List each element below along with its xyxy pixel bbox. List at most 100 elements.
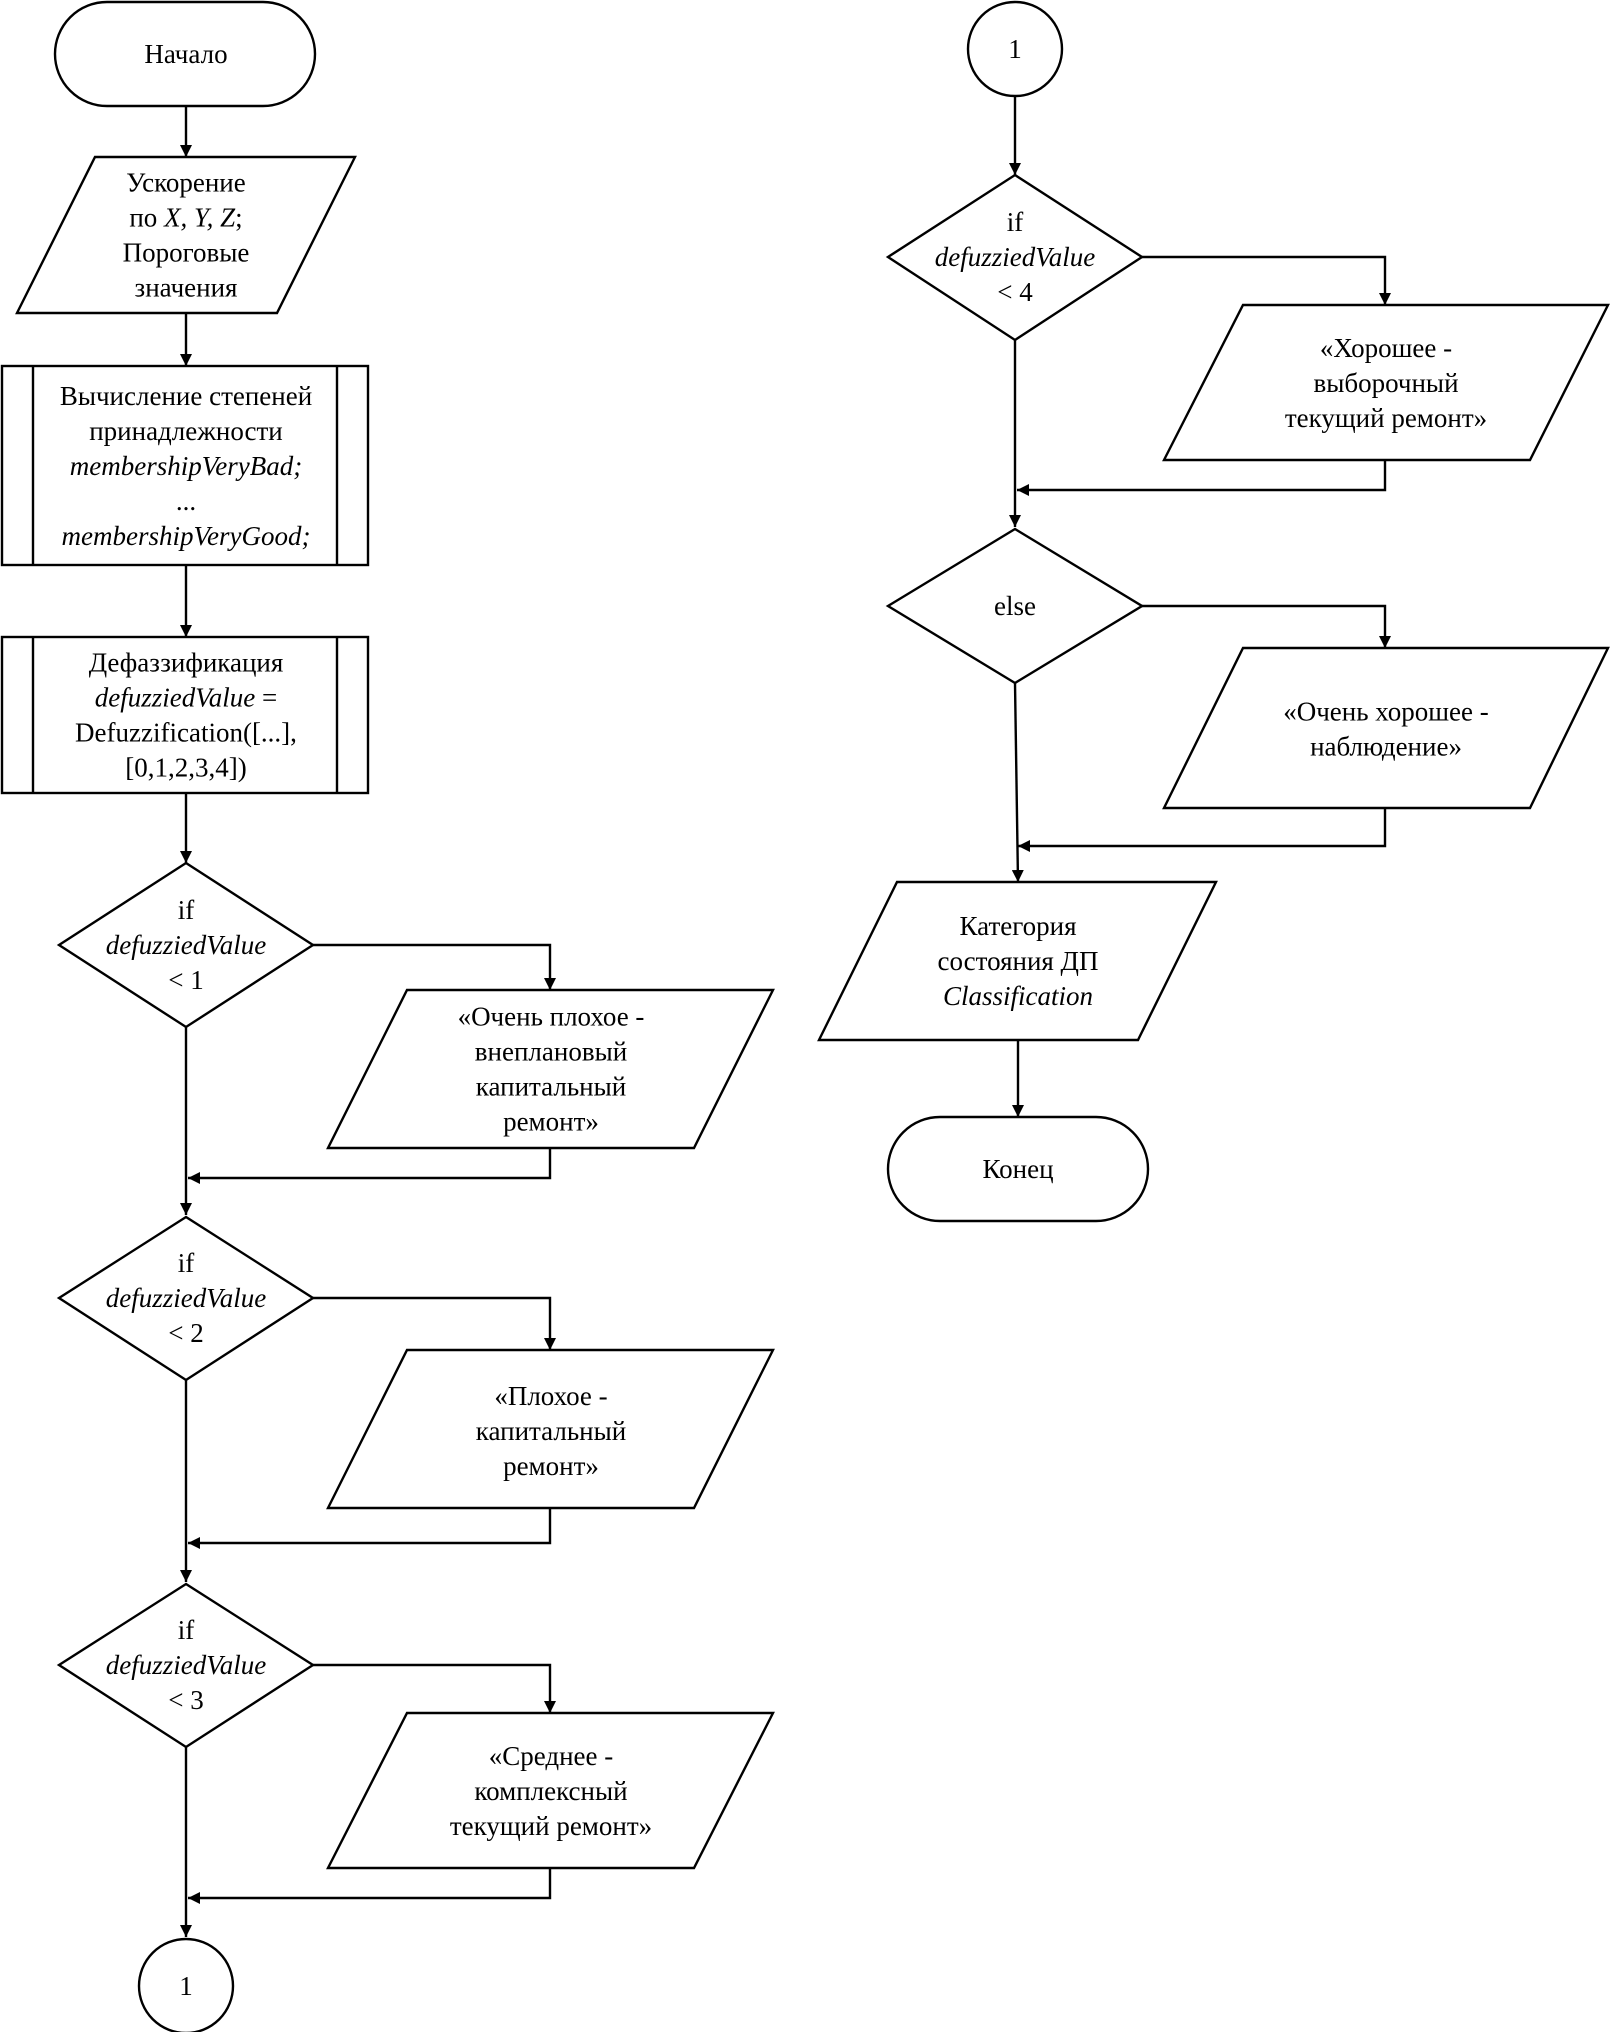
flowchart-labels: Начало Ускорение по X, Y, Z; Пороговые знач…: [60, 34, 1489, 2001]
label-segment: < 4: [997, 277, 1033, 307]
label-segment: Ускорение: [126, 168, 245, 198]
end-terminator: [886, 1115, 1150, 1223]
label-line: Начало: [144, 39, 227, 69]
label-line: defuzziedValue: [935, 242, 1095, 272]
label-segment: < 3: [168, 1685, 203, 1715]
bottom-connector-circle: [137, 1937, 235, 2032]
label-line: значения: [135, 273, 238, 303]
label-line: Конец: [982, 1154, 1053, 1184]
defuzz-process: [0, 635, 370, 795]
membership-label: Вычисление степеней принадлежности members…: [60, 381, 312, 551]
label-segment: ...: [176, 486, 196, 516]
label-line: < 1: [168, 965, 203, 995]
arrow-if4-yes-to-out4: [1142, 255, 1391, 305]
label-segment: else: [994, 591, 1036, 621]
label-segment: принадлежности: [89, 416, 283, 446]
arrow-out3-merge: [188, 1868, 552, 1904]
label-line: состояния ДП: [938, 946, 1099, 976]
label-line: «Среднее -: [489, 1741, 614, 1771]
label-line: по X, Y, Z;: [129, 203, 242, 233]
label-line: membershipVeryGood;: [62, 521, 311, 551]
label-segment: наблюдение»: [1310, 732, 1462, 762]
label-line: if: [178, 1615, 195, 1645]
label-segment: Дефаззификация: [89, 648, 284, 678]
label-line: принадлежности: [89, 416, 283, 446]
label-line: «Плохое -: [494, 1381, 607, 1411]
label-segment: if: [178, 1248, 195, 1278]
out5-label: «Очень хорошее - наблюдение»: [1283, 697, 1489, 762]
label-segment: if: [178, 1615, 195, 1645]
connector-lines: [180, 96, 1391, 1937]
end-label: Конец: [982, 1154, 1053, 1184]
membership-process: [0, 364, 370, 567]
label-segment: 1: [1008, 34, 1022, 64]
label-segment: X, Y, Z: [163, 203, 236, 233]
label-line: «Очень плохое -: [458, 1002, 645, 1032]
category-label: Категория состояния ДП Classification: [938, 911, 1099, 1011]
label-line: выборочный: [1313, 368, 1458, 398]
label-line: Classification: [943, 981, 1093, 1011]
bottom-connector-label: 1: [179, 1971, 193, 2001]
line-else-down: [1011, 682, 1024, 883]
label-segment: «Очень плохое -: [458, 1002, 645, 1032]
out4-parallelogram: [1162, 303, 1610, 462]
label-segment: Classification: [943, 981, 1093, 1011]
label-segment: Категория: [960, 911, 1077, 941]
label-segment: Начало: [144, 39, 227, 69]
label-segment: defuzziedValue: [95, 683, 255, 713]
label-line: комплексный: [474, 1776, 627, 1806]
if1-label: if defuzziedValue < 1: [106, 895, 266, 995]
label-line: наблюдение»: [1310, 732, 1462, 762]
out3-parallelogram: [326, 1711, 775, 1870]
if2-decision: [56, 1215, 316, 1382]
arrow-if2-yes-to-out2: [313, 1296, 556, 1350]
label-line: текущий ремонт»: [450, 1811, 652, 1841]
label-line: 1: [179, 1971, 193, 2001]
label-segment: комплексный: [474, 1776, 627, 1806]
label-line: ...: [176, 486, 196, 516]
else-label: else: [994, 591, 1036, 621]
label-segment: 1: [179, 1971, 193, 2001]
label-segment: Пороговые: [123, 238, 250, 268]
if3-label: if defuzziedValue < 3: [106, 1615, 266, 1715]
label-segment: Конец: [982, 1154, 1053, 1184]
arrow-if3-yes-to-out3: [313, 1663, 556, 1713]
label-line: внеплановый: [475, 1037, 627, 1067]
label-line: Вычисление степеней: [60, 381, 312, 411]
label-line: if: [178, 895, 195, 925]
out2-parallelogram: [326, 1348, 775, 1510]
label-segment: капитальный: [476, 1416, 626, 1446]
label-segment: капитальный: [476, 1072, 626, 1102]
label-segment: membershipVeryGood;: [62, 521, 311, 551]
input-label: Ускорение по X, Y, Z; Пороговые значения: [123, 168, 250, 303]
label-line: defuzziedValue =: [95, 683, 277, 713]
label-segment: defuzziedValue: [106, 1650, 266, 1680]
arrow-out2-merge: [188, 1508, 552, 1549]
label-line: defuzziedValue: [106, 1283, 266, 1313]
label-line: капитальный: [476, 1072, 626, 1102]
label-segment: «Плохое -: [494, 1381, 607, 1411]
label-line: текущий ремонт»: [1285, 403, 1487, 433]
label-segment: текущий ремонт»: [1285, 403, 1487, 433]
label-segment: «Очень хорошее -: [1283, 697, 1489, 727]
label-line: defuzziedValue: [106, 930, 266, 960]
arrow-if1-yes-to-out1: [313, 943, 556, 990]
label-segment: значения: [135, 273, 238, 303]
label-segment: if: [1007, 207, 1024, 237]
label-segment: «Среднее -: [489, 1741, 614, 1771]
label-segment: внеплановый: [475, 1037, 627, 1067]
label-line: 1: [1008, 34, 1022, 64]
label-line: < 4: [997, 277, 1033, 307]
arrow-out5-merge: [1018, 808, 1387, 852]
label-line: «Очень хорошее -: [1283, 697, 1489, 727]
if1-decision: [56, 861, 316, 1029]
label-segment: выборочный: [1313, 368, 1458, 398]
start-terminator: [53, 0, 317, 108]
else-decision: [885, 527, 1145, 685]
label-line: defuzziedValue: [106, 1650, 266, 1680]
